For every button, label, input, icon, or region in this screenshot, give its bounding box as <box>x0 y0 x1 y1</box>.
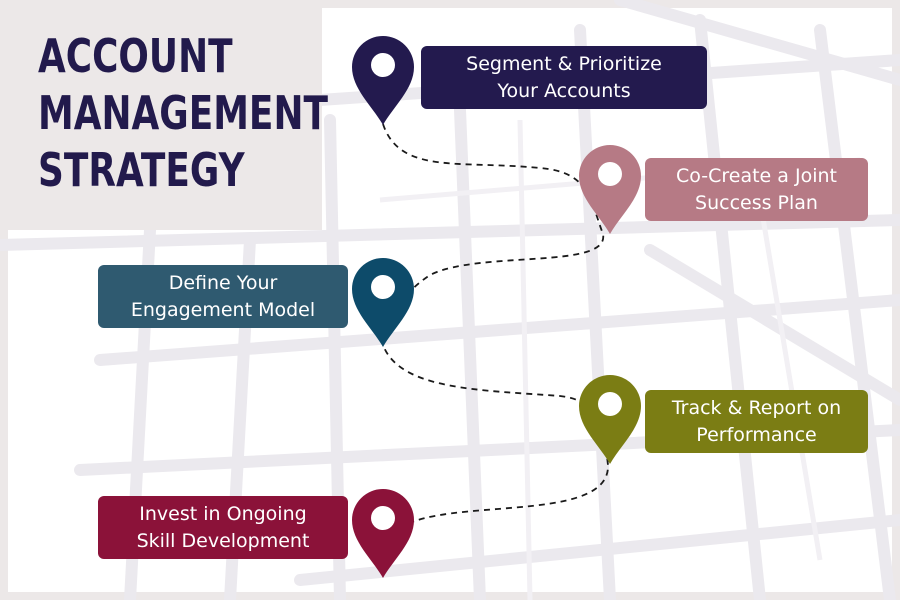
step-2-label: Co-Create a Joint Success Plan <box>645 158 868 221</box>
step-1-label: Segment & Prioritize Your Accounts <box>421 46 707 109</box>
step-4-label: Track & Report on Performance <box>645 390 868 453</box>
title-line-1: ACCOUNT <box>38 29 233 83</box>
step-4-line-1: Track & Report on <box>671 396 842 419</box>
step-3-line-2: Engagement Model <box>130 298 316 321</box>
step-2-line-1: Co-Create a Joint <box>676 164 837 187</box>
step-5-line-2: Skill Development <box>136 529 310 552</box>
title-line-2: MANAGEMENT <box>38 86 328 140</box>
step-5-line-1: Invest in Ongoing <box>139 502 307 525</box>
step-1-line-2: Your Accounts <box>497 79 631 102</box>
page-title: ACCOUNT MANAGEMENT STRATEGY <box>38 28 328 199</box>
step-2-line-2: Success Plan <box>695 191 818 214</box>
step-3-line-1: Define Your <box>168 271 278 294</box>
title-panel: ACCOUNT MANAGEMENT STRATEGY <box>0 0 328 230</box>
title-line-3: STRATEGY <box>38 143 245 197</box>
step-3-label: Define Your Engagement Model <box>98 265 348 328</box>
step-5-label: Invest in Ongoing Skill Development <box>98 496 348 559</box>
step-1-line-1: Segment & Prioritize <box>466 52 662 75</box>
step-4-line-2: Performance <box>696 423 817 446</box>
